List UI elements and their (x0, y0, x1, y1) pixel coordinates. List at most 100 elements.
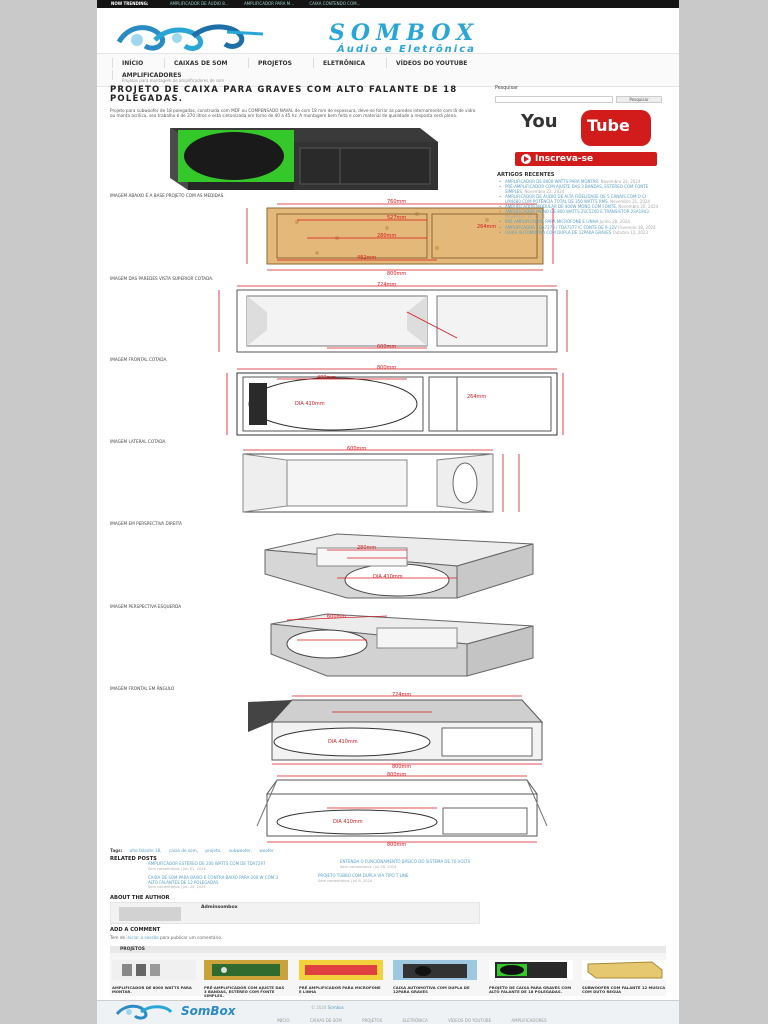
projects-carousel: PROJETOS AMPLIFICADOR DE 8000 WATTS PARA… (110, 946, 666, 999)
list-item[interactable]: AMPLIFICADOR MODULAR DE 400W MONO COM FO… (499, 204, 663, 210)
nav-item-amplificadores[interactable]: AMPLIFICADORES (112, 70, 182, 80)
recent-articles-list: Amplificador de 8000 Watts para montar. … (499, 179, 663, 236)
list-item[interactable]: Amplificador de 8000 Watts para montar. … (499, 179, 663, 185)
tags-label: Tags: (110, 848, 123, 853)
dim-label: 724mm (377, 282, 396, 288)
nav-item-desc: Projetos para montagem de amplificadores… (122, 78, 225, 83)
project-title[interactable]: PRÉ AMPLIFICADOR PARA MICROFONE E LINHA (299, 985, 381, 995)
related-post-title[interactable]: ENTENDA O FUNCIONAMENTO BÁSICO DO SISTEM… (340, 859, 471, 864)
recent-article-title[interactable]: Amplificador TDA7379 / TDA7377 IC fonte … (505, 224, 617, 230)
project-thumbnail[interactable] (582, 960, 666, 980)
project-card[interactable]: PRÉ-AMPLIFICADOR COM AJUSTE DAS 3 BANDAS… (204, 960, 288, 999)
copyright-link[interactable]: Sombox (327, 1005, 344, 1010)
list-item[interactable]: Amplificador TDA7379 / TDA7377 IC fonte … (499, 224, 663, 231)
related-post-meta: Sem comentários | Jun 01, 2024 (148, 866, 206, 871)
dim-label: 600mm (377, 344, 396, 350)
footer-logo-icon[interactable] (115, 1004, 179, 1020)
project-card[interactable]: PROJETO DE CAIXA PARA GRAVES COM ALTO FA… (489, 960, 573, 994)
subscribe-label[interactable]: Inscreva-se (535, 154, 594, 164)
dim-label: 482mm (357, 255, 376, 261)
project-card[interactable]: CAIXA AUTOMOTIVA COM DUPLA DE 12PARA GRA… (393, 960, 477, 994)
trending-item[interactable]: AMPLIFICADOR DE ÁUDIO 8... (169, 1, 229, 6)
recent-article-date: Fevereiro 18, 2024 (618, 224, 656, 230)
nav-item-videos[interactable]: VÍDEOS DO YOUTUBE (385, 58, 468, 68)
post-intro: Projeto para subwoofer de 18 polegadas, … (110, 108, 476, 118)
author-name[interactable]: Adminsombox (201, 905, 238, 910)
project-title[interactable]: AMPLIFICADOR DE 8000 WATTS PARA MONTAR. (112, 985, 192, 995)
related-post-title[interactable]: AMPLIFICADOR ESTÉREO DE 200 WATTS COM DE… (148, 861, 266, 866)
figure-caption: IMAGEM EM PERSPECTIVA DIREITA (110, 521, 182, 526)
recent-article-title[interactable]: AMPLIFICADOR MODULAR DE 400W MONO COM FO… (505, 204, 618, 210)
project-card[interactable]: PRÉ AMPLIFICADOR PARA MICROFONE E LINHA (299, 960, 383, 994)
tag-link[interactable]: projeto, (205, 848, 222, 853)
project-title[interactable]: SUBWOOFER COM FALANTE 12 MUSICA COM DUTO… (582, 985, 666, 995)
footer-nav-item[interactable]: AMPLIFICADORES (511, 1018, 547, 1023)
project-thumbnail[interactable] (489, 960, 573, 980)
dim-label: 724mm (392, 692, 411, 698)
recent-article-title[interactable]: Amplificador de 8000 Watts para montar. (505, 179, 600, 184)
recent-article-title[interactable]: PRÉ-AMPLIFICADOR COM AJUSTE DAS 3 BANDAS… (505, 184, 649, 194)
trending-item[interactable]: AMPLIFICADOR PARA M... (243, 1, 295, 6)
recent-article-title[interactable]: AMPLIFICADOR DE ÁUDIO DE ALTA FIDELIDADE… (505, 194, 647, 204)
project-thumbnail[interactable] (299, 960, 383, 980)
nav-item-caixas-de-som[interactable]: CAIXAS DE SOM (164, 58, 228, 68)
recent-article-title[interactable]: Amplificador mono de 800 Watts 2SC5200 e… (505, 209, 651, 215)
post-content: PROJETO DE CAIXA PARA GRAVES COM ALTO FA… (110, 86, 480, 119)
project-title[interactable]: PRÉ-AMPLIFICADOR COM AJUSTE DAS 3 BANDAS… (204, 985, 285, 999)
tag-link[interactable]: alto falante 18, (129, 848, 162, 853)
dim-label: 280mm (357, 545, 376, 551)
footer-nav-item[interactable]: INÍCIO (277, 1018, 290, 1023)
dim-label: 600mm (347, 446, 366, 452)
list-item[interactable]: AMPLIFICADOR DE ÁUDIO DE ALTA FIDELIDADE… (499, 194, 663, 204)
search-button[interactable]: Pesquisar (616, 96, 662, 103)
related-post[interactable]: AMPLIFICADOR ESTÉREO DE 200 WATTS COM DE… (148, 861, 288, 871)
logo-swirl-icon[interactable] (115, 22, 265, 54)
site-subtitle: Áudio e Eletrônica (337, 44, 476, 55)
tag-link[interactable]: caixa de som, (168, 848, 199, 853)
related-post-title[interactable]: CAIXA DE SOM PARA BAIXO E CONTRA-BAIXO P… (148, 875, 278, 885)
projects-title: PROJETOS (110, 946, 666, 953)
project-title[interactable]: CAIXA AUTOMOTIVA COM DUPLA DE 12PARA GRA… (393, 985, 470, 995)
project-card[interactable]: SUBWOOFER COM FALANTE 12 MUSICA COM DUTO… (582, 960, 666, 994)
footer-nav-item[interactable]: ELETRÔNICA (402, 1018, 428, 1023)
nav-item-projetos[interactable]: PROJETOS (248, 58, 292, 68)
dim-label: DIA 410mm (295, 401, 325, 407)
recent-article-title[interactable]: CAIXA AUTOMOTIVA COM DUPLA DE 12PARA GRA… (505, 230, 612, 236)
recent-article-date: Novembro 20, 2024 (618, 204, 659, 210)
related-post[interactable]: CAIXA DE SOM PARA BAIXO E CONTRA-BAIXO P… (148, 875, 288, 890)
list-item[interactable]: CAIXA AUTOMOTIVA COM DUPLA DE 12PARA GRA… (499, 230, 663, 236)
dim-label: DIA 410mm (373, 574, 403, 580)
project-thumbnail[interactable] (112, 960, 196, 980)
recent-article-date: Novembro 10, 2024 (505, 213, 545, 219)
list-item[interactable]: PRÉ-AMPLIFICADOR COM AJUSTE DAS 3 BANDAS… (499, 184, 663, 194)
footer-nav-item[interactable]: CAIXAS DE SOM (309, 1018, 342, 1023)
trending-item[interactable]: CAIXA CONTENDO COM... (309, 1, 361, 6)
project-thumbnail[interactable] (204, 960, 288, 980)
nav-item-inicio[interactable]: INÍCIO (111, 58, 144, 68)
footer-nav-item[interactable]: VÍDEOS DO YOUTUBE (448, 1018, 492, 1023)
related-post-meta: Sem comentários | Jul 28, 2024 (340, 864, 397, 869)
related-post[interactable]: ENTENDA O FUNCIONAMENTO BÁSICO DO SISTEM… (340, 859, 480, 869)
list-item[interactable]: PRÉ AMPLIFICADOR PARA MICROFONE E LINHA … (499, 219, 663, 226)
site-title[interactable]: SOMBOX (329, 20, 480, 46)
recent-article-title[interactable]: PRÉ AMPLIFICADOR PARA MICROFONE E LINHA (505, 219, 599, 225)
search-input[interactable] (495, 96, 613, 103)
project-card[interactable]: AMPLIFICADOR DE 8000 WATTS PARA MONTAR. (112, 960, 196, 994)
tag-link[interactable]: woofer (259, 848, 274, 853)
dim-label: DIA 410mm (333, 819, 363, 825)
related-post-meta: Sem comentários | Jun 24, 2024 (148, 885, 206, 890)
footer-logo[interactable]: SomBox (181, 1004, 236, 1018)
related-post[interactable]: PROJETO TUBBO COM DUPLA VIA TIPO T LINE … (318, 873, 458, 883)
list-item[interactable]: Amplificador mono de 800 Watts 2SC5200 e… (499, 209, 663, 219)
perspective-right-image: 280mm DIA 410mm (264, 533, 534, 599)
figure-caption: IMAGEM DAS PAREDES VISTA SUPERIOR COTADA… (110, 276, 214, 281)
footer-copyright: © 2024 Sombox (311, 1005, 344, 1010)
nav-item-eletronica[interactable]: ELETRÔNICA (312, 58, 366, 68)
youtube-subscribe-icon[interactable] (513, 108, 659, 168)
login-link[interactable]: iniciar a sessão (126, 935, 159, 940)
footer-nav-item[interactable]: PROJETOS (362, 1018, 383, 1023)
project-title[interactable]: PROJETO DE CAIXA PARA GRAVES COM ALTO FA… (489, 985, 572, 995)
related-post-title[interactable]: PROJETO TUBBO COM DUPLA VIA TIPO T LINE (318, 873, 409, 878)
tag-link[interactable]: subwoofer, (228, 848, 253, 853)
project-thumbnail[interactable] (393, 960, 477, 980)
